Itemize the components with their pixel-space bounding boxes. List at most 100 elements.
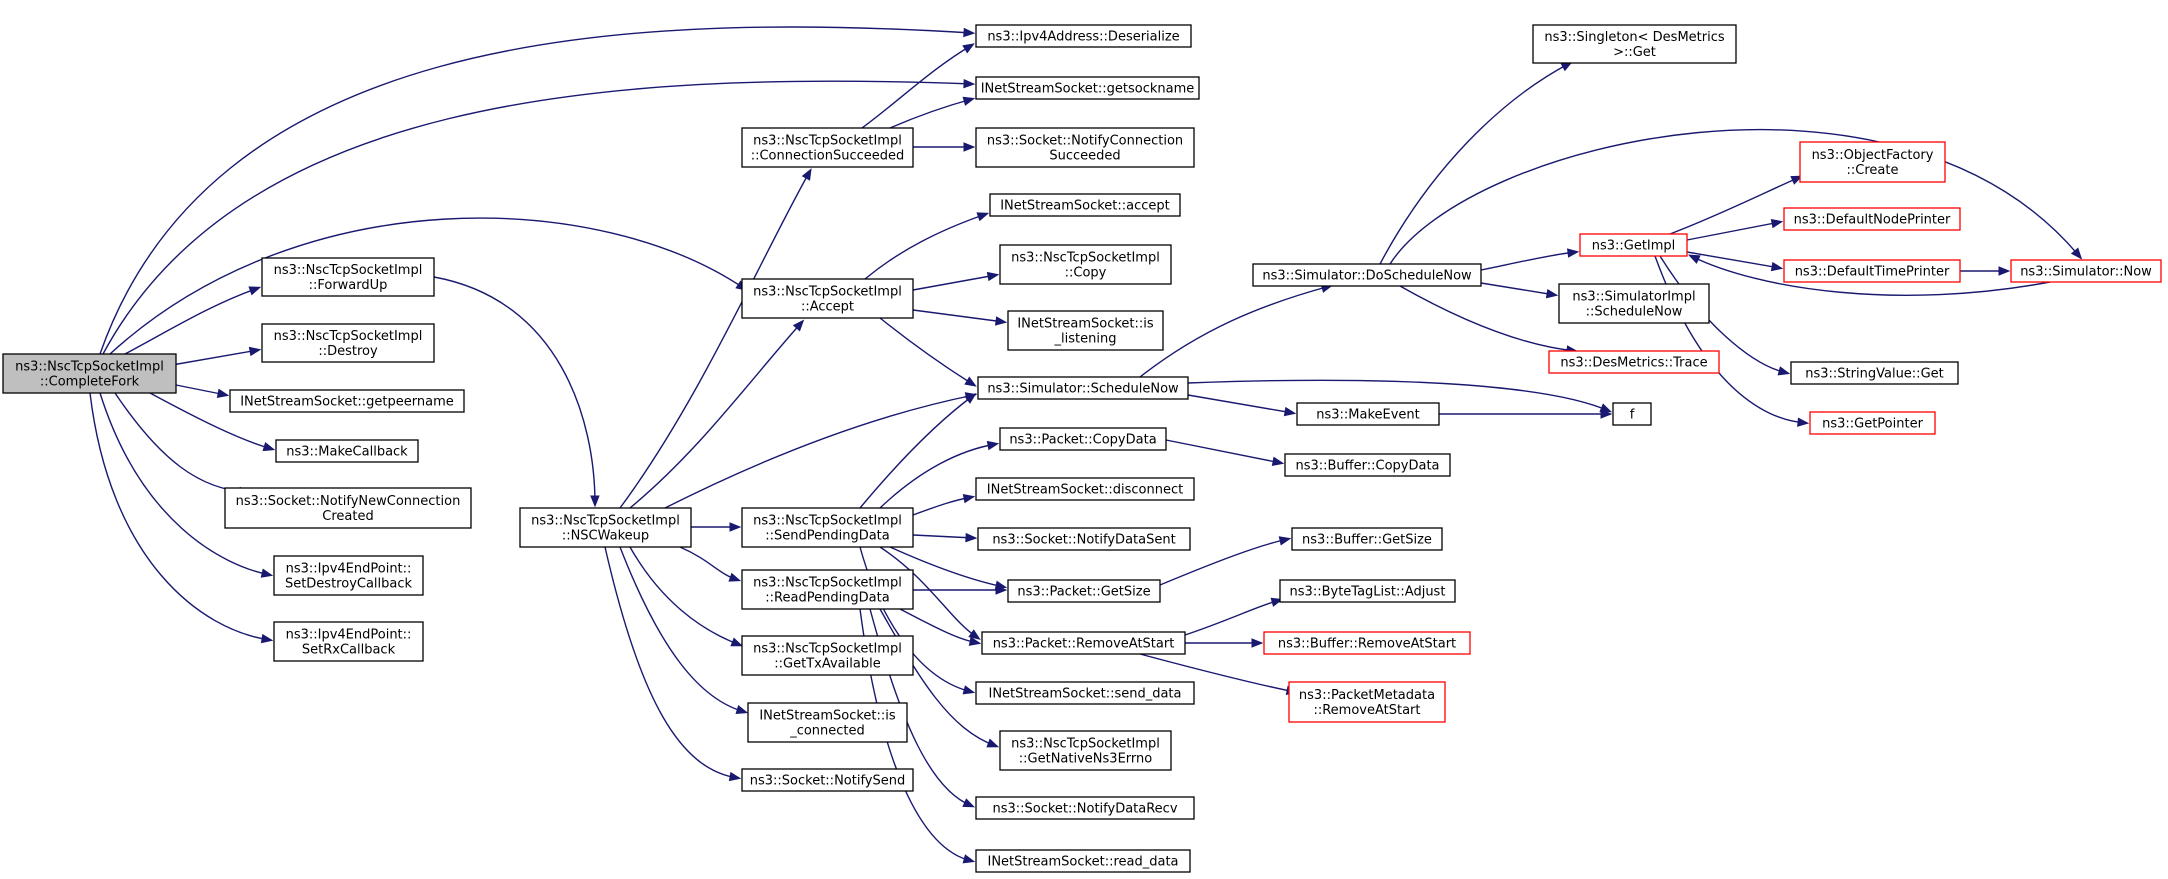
node-simnow[interactable]: ns3::Simulator::Now xyxy=(2010,259,2162,283)
node-getpeername[interactable]: INetStreamSocket::getpeername xyxy=(229,389,465,413)
node-desmetricstrace[interactable]: ns3::DesMetrics::Trace xyxy=(1548,350,1720,374)
node-copy[interactable]: ns3::NscTcpSocketImpl::Copy xyxy=(999,244,1172,285)
node-sendpending[interactable]: ns3::NscTcpSocketImpl::SendPendingData xyxy=(741,507,914,548)
edge-line xyxy=(1659,255,1788,374)
node-singletonget[interactable]: ns3::Singleton< DesMetrics>::Get xyxy=(1532,24,1737,64)
node-box xyxy=(2,353,177,394)
edge-completefork-to-makecallback xyxy=(149,392,276,452)
node-label: ns3::Socket::NotifySend xyxy=(750,774,906,789)
node-notifydatarecv[interactable]: ns3::Socket::NotifyDataRecv xyxy=(975,796,1195,820)
node-stringvalueget[interactable]: ns3::StringValue::Get xyxy=(1790,361,1959,385)
edge-sendpending-to-pktremove xyxy=(879,546,981,640)
node-destroy[interactable]: ns3::NscTcpSocketImpl::Destroy xyxy=(261,323,435,363)
arrowhead xyxy=(1600,409,1613,419)
arrowhead xyxy=(962,43,975,54)
node-isconnected[interactable]: INetStreamSocket::is_connected xyxy=(747,702,908,743)
edge-line xyxy=(109,217,746,355)
node-label: ns3::Packet::GetSize xyxy=(1017,585,1150,600)
node-pktgetsize[interactable]: ns3::Packet::GetSize xyxy=(1007,579,1161,603)
node-label: ns3::DefaultNodePrinter xyxy=(1794,213,1951,228)
edge-line xyxy=(99,392,271,576)
node-pktremove[interactable]: ns3::Packet::RemoveAtStart xyxy=(981,631,1186,655)
node-label: ns3::Ipv4EndPoint:: xyxy=(286,628,412,643)
edge-pktremove-to-bufremove xyxy=(1185,638,1264,648)
node-setrxcb[interactable]: ns3::Ipv4EndPoint::SetRxCallback xyxy=(273,621,424,662)
function-nodes: ns3::NscTcpSocketImpl::CompleteForkns3::… xyxy=(2,24,2162,873)
node-deserialize[interactable]: ns3::Ipv4Address::Deserialize xyxy=(975,24,1192,48)
node-senddata[interactable]: INetStreamSocket::send_data xyxy=(975,681,1195,705)
arrowhead xyxy=(964,392,977,404)
node-bufcopydata[interactable]: ns3::Buffer::CopyData xyxy=(1284,453,1451,477)
edge-simnow-to-getimpl xyxy=(1687,254,2051,296)
node-readdata[interactable]: INetStreamSocket::read_data xyxy=(975,849,1191,873)
edge-readpending-to-getnativeerrno xyxy=(879,608,1000,748)
node-getpointer[interactable]: ns3::GetPointer xyxy=(1809,411,1936,435)
arrowhead xyxy=(963,78,976,89)
node-disconnect[interactable]: INetStreamSocket::disconnect xyxy=(975,477,1195,501)
node-islistening[interactable]: INetStreamSocket::is_listening xyxy=(1007,310,1164,351)
node-f[interactable]: f xyxy=(1612,402,1652,426)
node-schedulenow[interactable]: ns3::Simulator::ScheduleNow xyxy=(977,376,1189,400)
node-connsucceeded[interactable]: ns3::NscTcpSocketImpl::ConnectionSucceed… xyxy=(741,127,914,168)
node-label: ns3::Socket::NotifyDataRecv xyxy=(992,802,1177,817)
call-edges xyxy=(89,26,2083,864)
node-completefork[interactable]: ns3::NscTcpSocketImpl::CompleteFork xyxy=(2,353,177,394)
node-bytetagadjust[interactable]: ns3::ByteTagList::Adjust xyxy=(1279,579,1456,603)
node-label: ns3::Buffer::GetSize xyxy=(1302,533,1432,548)
node-bufremove[interactable]: ns3::Buffer::RemoveAtStart xyxy=(1263,631,1471,655)
node-nscwakeup[interactable]: ns3::NscTcpSocketImpl::NSCWakeup xyxy=(519,507,692,548)
node-box xyxy=(1284,453,1451,477)
edge-getimpl-to-defnodeprinter xyxy=(1686,218,1784,241)
node-simimplschedulenow[interactable]: ns3::SimulatorImpl::ScheduleNow xyxy=(1558,283,1710,324)
node-accept[interactable]: ns3::NscTcpSocketImpl::Accept xyxy=(741,278,914,319)
edge-line xyxy=(1139,653,1296,693)
edge-completefork-to-setrxcb xyxy=(89,392,274,644)
node-bufgetsize[interactable]: ns3::Buffer::GetSize xyxy=(1291,527,1443,551)
node-getsockname[interactable]: INetStreamSocket::getsockname xyxy=(975,76,1200,100)
node-box xyxy=(981,631,1186,655)
edge-accept-to-copy xyxy=(912,271,1000,291)
node-box xyxy=(741,278,914,319)
node-objfactorycreate[interactable]: ns3::ObjectFactory::Create xyxy=(1799,141,1946,183)
node-notifysend[interactable]: ns3::Socket::NotifySend xyxy=(741,768,914,792)
node-defnodeprinter[interactable]: ns3::DefaultNodePrinter xyxy=(1783,207,1961,231)
node-notifydatasent[interactable]: ns3::Socket::NotifyDataSent xyxy=(977,527,1191,551)
node-forwardup[interactable]: ns3::NscTcpSocketImpl::ForwardUp xyxy=(261,257,435,297)
node-readpending[interactable]: ns3::NscTcpSocketImpl::ReadPendingData xyxy=(741,569,914,610)
edge-completefork-to-deserialize xyxy=(99,26,976,355)
edge-line xyxy=(1379,62,1571,265)
node-pktmetaremove[interactable]: ns3::PacketMetadata::RemoveAtStart xyxy=(1288,681,1446,723)
arrowhead xyxy=(994,316,1008,326)
arrowhead xyxy=(964,376,977,387)
node-label: SetRxCallback xyxy=(302,643,396,658)
node-getnativeerrno[interactable]: ns3::NscTcpSocketImpl::GetNativeNs3Errno xyxy=(999,730,1172,771)
edge-getimpl-to-deftimeprinter xyxy=(1686,251,1784,272)
edge-line xyxy=(89,392,271,641)
arrowhead xyxy=(986,271,1000,282)
arrowhead xyxy=(1790,175,1804,185)
edge-line xyxy=(171,349,259,366)
arrowhead xyxy=(1278,536,1292,546)
node-box xyxy=(1007,579,1161,603)
edge-line xyxy=(1686,251,1781,269)
node-gettxavail[interactable]: ns3::NscTcpSocketImpl::GetTxAvailable xyxy=(741,635,914,676)
node-deftimeprinter[interactable]: ns3::DefaultTimePrinter xyxy=(1783,259,1961,283)
node-makeevent[interactable]: ns3::MakeEvent xyxy=(1296,402,1440,426)
edge-nscwakeup-to-accept xyxy=(629,319,805,509)
node-makecallback[interactable]: ns3::MakeCallback xyxy=(275,439,419,463)
node-getimpl[interactable]: ns3::GetImpl xyxy=(1579,233,1688,257)
node-label: ns3::Simulator::DoScheduleNow xyxy=(1262,269,1472,284)
node-label: ns3::NscTcpSocketImpl xyxy=(753,576,902,591)
node-doschedulenow[interactable]: ns3::Simulator::DoScheduleNow xyxy=(1252,263,1482,287)
node-inetaccept[interactable]: INetStreamSocket::accept xyxy=(989,193,1181,217)
node-label: ::GetTxAvailable xyxy=(774,657,880,672)
node-label: ns3::NscTcpSocketImpl xyxy=(1011,251,1160,266)
node-pktcopydata[interactable]: ns3::Packet::CopyData xyxy=(999,427,1167,451)
arrowhead xyxy=(986,440,1000,451)
edge-schedulenow-to-makeevent xyxy=(1187,394,1297,417)
edge-line xyxy=(864,213,987,280)
node-label: ns3::NscTcpSocketImpl xyxy=(753,642,902,657)
node-setdestroycb[interactable]: ns3::Ipv4EndPoint::SetDestroyCallback xyxy=(273,555,424,596)
